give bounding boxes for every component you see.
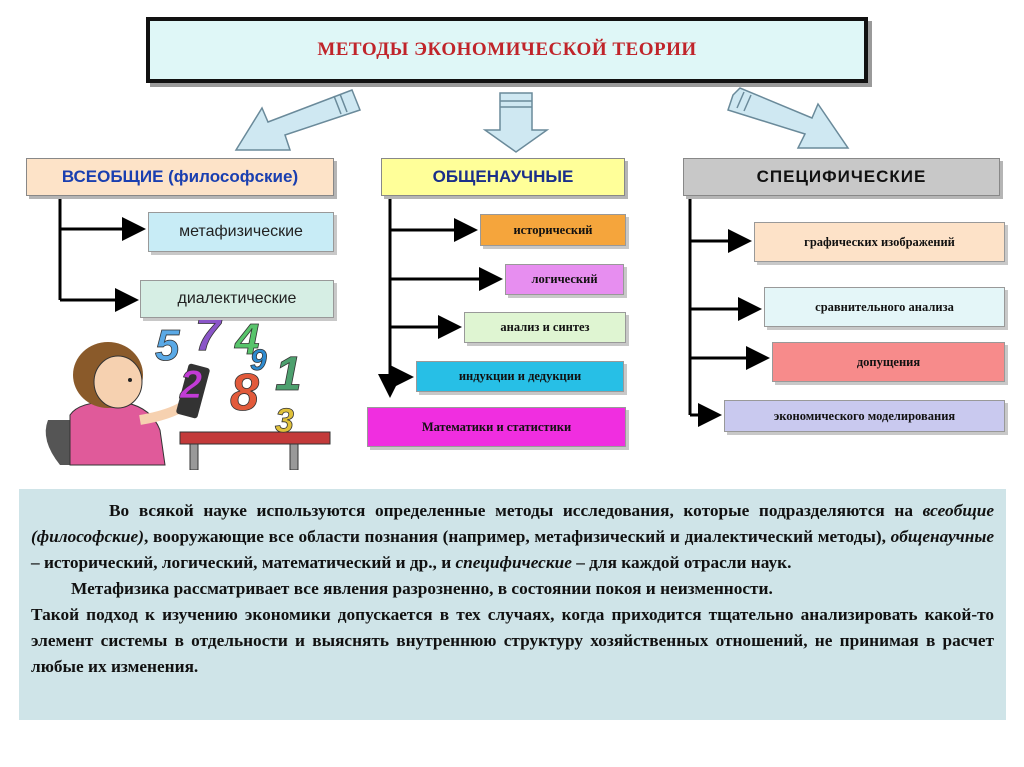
digit-1: 1: [275, 348, 302, 401]
method-economic-modeling: экономического моделирования: [724, 400, 1005, 432]
method-metaphysical: метафизические: [148, 212, 334, 252]
paragraph-3: Такой подход к изучению экономики допуск…: [31, 605, 994, 676]
method-assumptions: допущения: [772, 342, 1005, 382]
calculator-icon: [176, 363, 210, 419]
emphasis-universal: всеобщие (философские): [31, 501, 994, 546]
digit-4: 4: [234, 320, 259, 364]
digit-7: 7: [195, 320, 223, 360]
emphasis-general-scientific: общенаучные: [890, 527, 994, 546]
digit-5: 5: [155, 321, 180, 370]
method-historical: исторический: [480, 214, 626, 246]
paragraph-2: Метафизика рассматривает все явления раз…: [71, 579, 773, 598]
method-graphical-images: графических изображений: [754, 222, 1005, 262]
method-logical: логический: [505, 264, 624, 295]
connectors-specific: [688, 197, 770, 427]
right-block-arrow: [727, 87, 850, 149]
text-run: Во всякой науке используются определенны…: [109, 501, 923, 520]
connectors-general-scientific: [378, 197, 503, 398]
diagram-title: МЕТОДЫ ЭКОНОМИЧЕСКОЙ ТЕОРИИ: [146, 17, 868, 83]
category-universal: ВСЕОБЩИЕ (философские): [26, 158, 334, 196]
method-dialectical: диалектические: [140, 280, 334, 318]
method-analysis-synthesis: анализ и синтез: [464, 312, 626, 343]
method-comparative-analysis: сравнительного анализа: [764, 287, 1005, 327]
text-run: , вооружающие все области познания (напр…: [143, 527, 891, 546]
desk-icon: [179, 431, 331, 470]
digit-2: 2: [179, 363, 202, 407]
digit-8: 8: [230, 364, 259, 422]
text-run: – исторический, логический, математическ…: [31, 553, 456, 572]
method-induction-deduction: индукции и дедукции: [416, 361, 624, 392]
description-paragraph: Во всякой науке используются определенны…: [19, 489, 1006, 720]
paragraph-1: Во всякой науке используются определенны…: [31, 498, 994, 576]
digit-9: 9: [250, 344, 267, 377]
left-block-arrow: [234, 89, 361, 151]
category-specific: СПЕЦИФИЧЕСКИЕ: [683, 158, 1000, 196]
middle-block-arrow: [482, 92, 550, 153]
method-math-statistics: Математики и статистики: [367, 407, 626, 447]
category-general-scientific: ОБЩЕНАУЧНЫЕ: [381, 158, 625, 196]
girl-body-icon: [69, 401, 166, 466]
text-run: – для каждой отрасли наук.: [571, 553, 792, 572]
digit-3: 3: [275, 402, 294, 440]
emphasis-specific: специфические: [455, 553, 572, 572]
connectors-universal: [58, 197, 146, 312]
girl-head-icon: [73, 342, 143, 409]
